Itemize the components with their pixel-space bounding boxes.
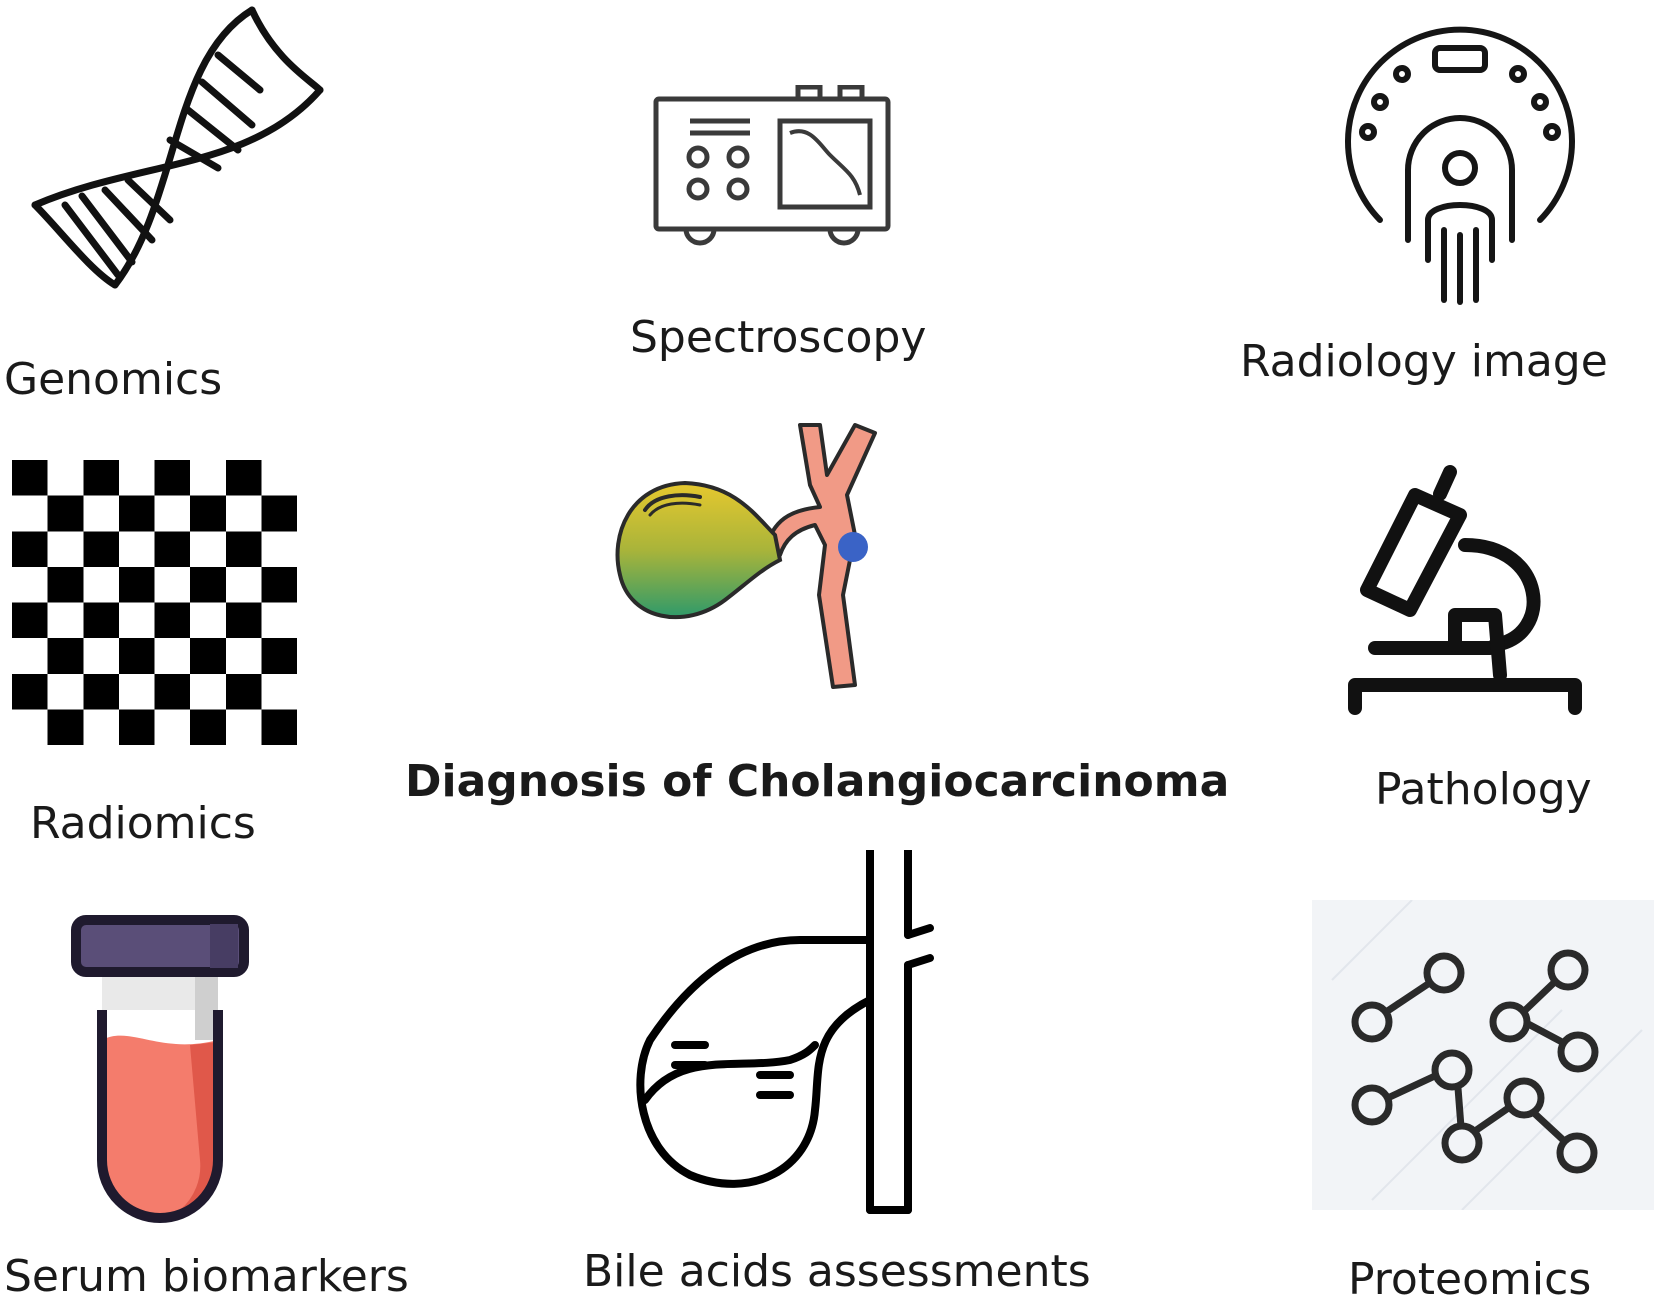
bile-label: Bile acids assessments: [583, 1246, 1091, 1297]
genomics-label: Genomics: [4, 354, 223, 405]
center-title: Diagnosis of Cholangiocarcinoma: [405, 756, 1230, 807]
mri-scanner-icon: [1345, 26, 1575, 305]
radiomics-label: Radiomics: [30, 798, 256, 849]
serum-label: Serum biomarkers: [4, 1251, 409, 1302]
molecule-network-icon: [1312, 900, 1654, 1210]
gallbladder-bile-duct-icon: [615, 423, 877, 689]
spectrometer-icon: [653, 85, 891, 246]
test-tube-icon: [71, 915, 249, 1223]
pathology-label: Pathology: [1375, 764, 1592, 815]
proteomics-label: Proteomics: [1348, 1254, 1592, 1305]
checkerboard-icon: [12, 460, 297, 745]
bile-duct-outline-icon: [636, 850, 934, 1214]
microscope-icon: [1348, 465, 1582, 715]
dna-icon: [31, 6, 324, 289]
radiology-label: Radiology image: [1240, 336, 1608, 387]
spectroscopy-label: Spectroscopy: [630, 312, 927, 363]
